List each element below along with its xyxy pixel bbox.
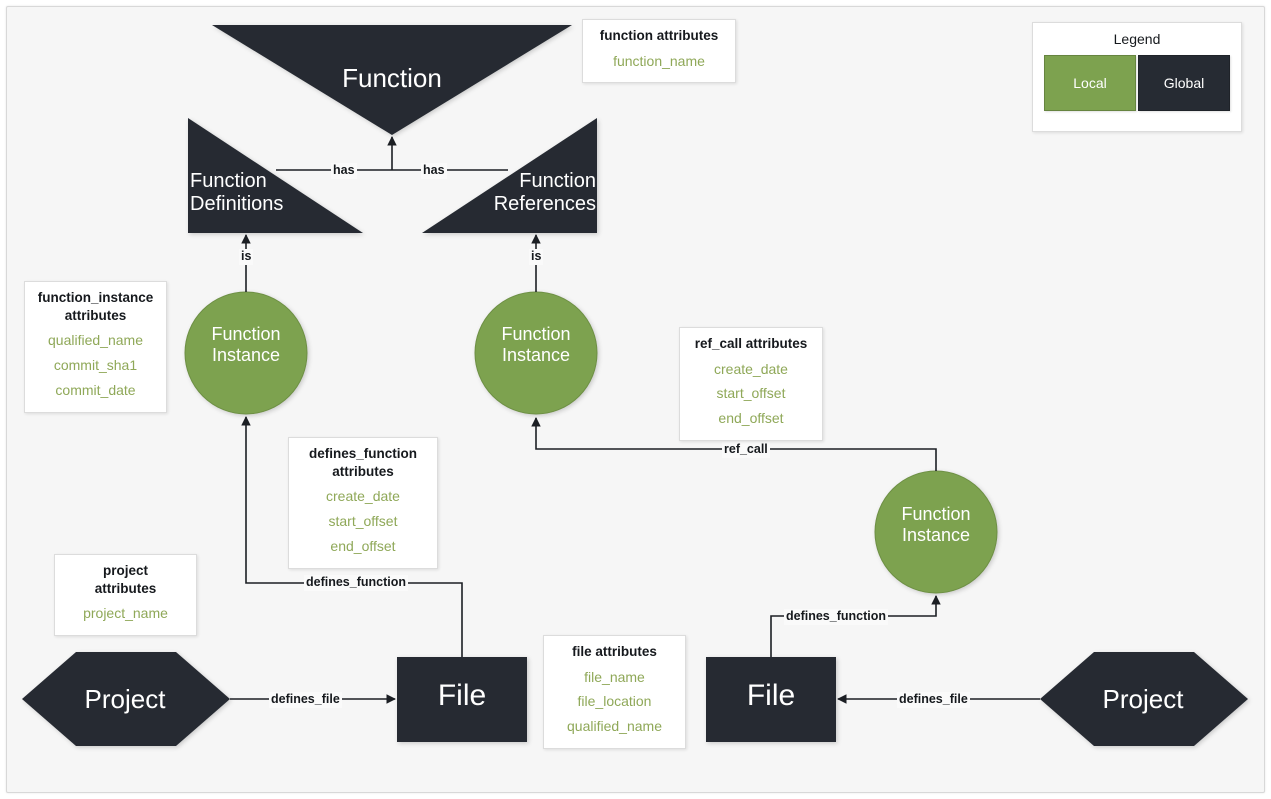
entity-project-right[interactable] xyxy=(1040,652,1248,746)
legend: Legend Local Global xyxy=(1032,22,1242,132)
attribute-box-defines-function-title: defines_function attributes xyxy=(308,446,417,479)
attribute-item: function_name xyxy=(613,52,705,69)
attribute-box-function-instance-title: function_instance attributes xyxy=(37,290,154,323)
relationship-label-is-right: is xyxy=(529,249,544,265)
relationship-label-defines-file-right: defines_file xyxy=(897,692,970,708)
attribute-item: qualified_name xyxy=(567,718,662,735)
attribute-item: commit_date xyxy=(55,381,136,398)
legend-swatch-global-label: Global xyxy=(1163,75,1205,91)
entity-function-definitions[interactable] xyxy=(188,118,363,233)
entity-file-left[interactable] xyxy=(397,657,527,742)
entity-function-references[interactable] xyxy=(422,118,597,233)
legend-swatch-local: Local xyxy=(1044,55,1136,111)
relationship-label-ref-call: ref_call xyxy=(722,442,770,458)
attribute-item: end_offset xyxy=(330,537,396,554)
attribute-item: project_name xyxy=(83,605,168,622)
attribute-box-file-title: file attributes xyxy=(572,644,657,659)
attribute-box-project-title: project attributes xyxy=(94,563,157,596)
attribute-item: file_name xyxy=(584,668,645,685)
relationship-label-is-left: is xyxy=(239,249,254,265)
entity-function-instance-3[interactable] xyxy=(874,470,998,594)
attribute-item: qualified_name xyxy=(48,332,143,349)
attribute-item: end_offset xyxy=(718,410,784,427)
relationship-label-defines-function-left: defines_function xyxy=(304,575,409,591)
attribute-item: commit_sha1 xyxy=(53,357,138,373)
entity-function-instance-1[interactable] xyxy=(184,291,308,415)
attribute-box-ref-call-title: ref_call attributes xyxy=(694,336,808,351)
entity-function[interactable] xyxy=(212,25,572,135)
attribute-item: file_location xyxy=(577,693,652,710)
attribute-box-project: project attributes project_name xyxy=(54,554,197,636)
entity-project-left[interactable] xyxy=(22,652,230,746)
attribute-box-file: file attributes file_name file_location … xyxy=(543,635,686,750)
entity-file-right[interactable] xyxy=(706,657,836,742)
attribute-item: create_date xyxy=(714,360,788,377)
attribute-box-function: function attributes function_name xyxy=(582,19,736,84)
relationship-label-has-left: has xyxy=(331,163,357,179)
legend-swatches: Local Global xyxy=(1033,55,1241,111)
relationship-label-defines-function-right: defines_function xyxy=(784,609,889,625)
attribute-item: create_date xyxy=(326,488,400,505)
relationship-label-defines-file-left: defines_file xyxy=(269,692,342,708)
attribute-box-ref-call: ref_call attributes create_date start_of… xyxy=(679,327,823,442)
attribute-item: start_offset xyxy=(328,513,398,529)
legend-swatch-local-label: Local xyxy=(1073,75,1107,91)
entity-function-instance-2[interactable] xyxy=(474,291,598,415)
attribute-box-function-instance: function_instance attributes qualified_n… xyxy=(24,281,167,413)
attribute-item: start_offset xyxy=(716,385,786,402)
attribute-box-defines-function: defines_function attributes create_date … xyxy=(288,437,438,569)
legend-swatch-global: Global xyxy=(1138,55,1230,111)
attribute-box-function-title: function attributes xyxy=(599,28,719,43)
legend-title: Legend xyxy=(1113,31,1161,47)
relationship-label-has-right: has xyxy=(421,163,447,179)
